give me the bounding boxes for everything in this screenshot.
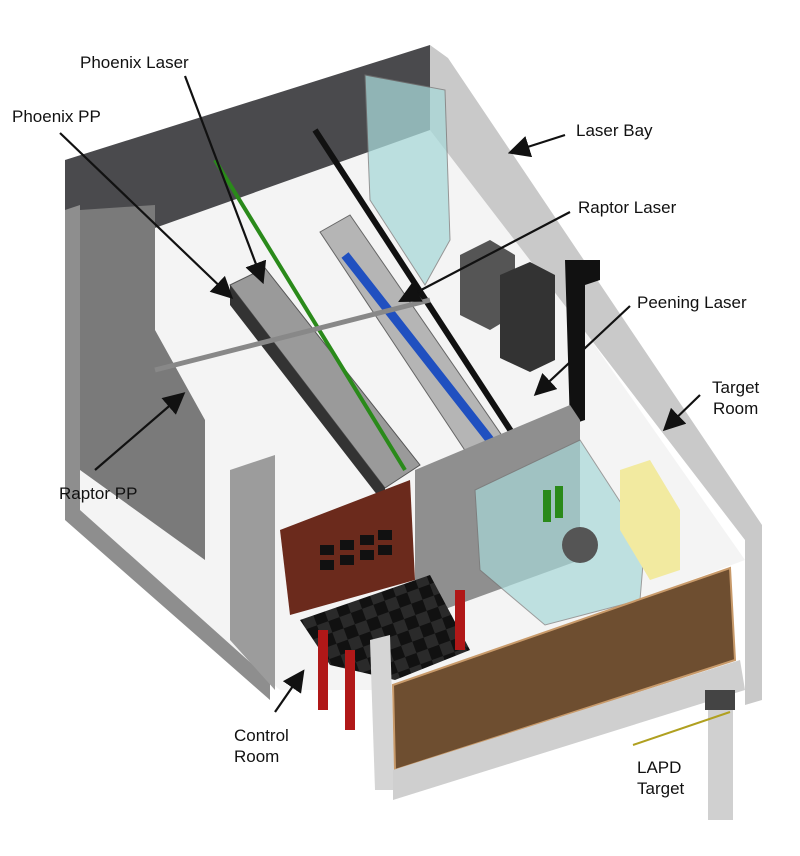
arrow-raptor-laser [398, 211, 571, 303]
door [455, 590, 465, 650]
label-phoenix-laser: Phoenix Laser [80, 53, 189, 72]
door [345, 650, 355, 730]
label-lapd-target-line2: Target [637, 779, 685, 798]
cabinet [565, 260, 600, 425]
label-control-room-line1: Control [234, 726, 289, 745]
label-phoenix-pp: Phoenix PP [12, 107, 101, 126]
label-target-room-line2: Room [712, 399, 759, 418]
raptor-pp-wall [80, 205, 205, 560]
callout-arrows [59, 75, 701, 713]
gas-cylinder [543, 490, 551, 522]
control-room-side-wall [230, 455, 275, 690]
label-raptor-laser: Raptor Laser [578, 198, 677, 217]
label-control-room: Control Room [234, 725, 289, 767]
right-wall [430, 45, 762, 705]
cable-tray [154, 297, 431, 373]
arrow-laser-bay [507, 133, 566, 158]
label-target-room-line1: Target [712, 378, 760, 397]
lapd-beam [632, 711, 731, 746]
target-chamber [562, 527, 598, 563]
lapd-chamber [708, 710, 733, 820]
label-lapd-target-line1: LAPD [637, 758, 682, 777]
left-wall [65, 205, 270, 700]
control-room-floor [300, 575, 470, 680]
back-wall [65, 45, 430, 260]
arrow-target-room [662, 394, 701, 432]
label-laser-bay: Laser Bay [576, 121, 653, 140]
front-wall-column [370, 635, 395, 790]
label-lapd-target: LAPD Target [637, 757, 684, 799]
arrow-peening-laser [533, 305, 631, 397]
arrow-phoenix-pp [59, 132, 234, 300]
arrow-phoenix-laser [183, 75, 267, 285]
front-panel [391, 566, 737, 772]
gas-cylinder [555, 486, 563, 518]
label-peening-laser: Peening Laser [637, 293, 747, 312]
label-raptor-pp: Raptor PP [59, 484, 138, 503]
front-wall-base [393, 660, 745, 800]
arrow-raptor-pp [94, 392, 186, 471]
label-control-room-line2: Room [234, 747, 280, 766]
door [318, 630, 328, 710]
cabinet [500, 262, 555, 372]
yellow-panel [620, 460, 680, 580]
lapd-port [705, 690, 735, 710]
monitor-array [320, 530, 392, 570]
arrow-control-room [274, 669, 305, 713]
label-target-room: Target Room [712, 377, 759, 419]
laser-bay-enclosure [364, 74, 451, 286]
raptor-amplifier-chain [341, 252, 494, 443]
green-beam-tube [213, 158, 407, 472]
